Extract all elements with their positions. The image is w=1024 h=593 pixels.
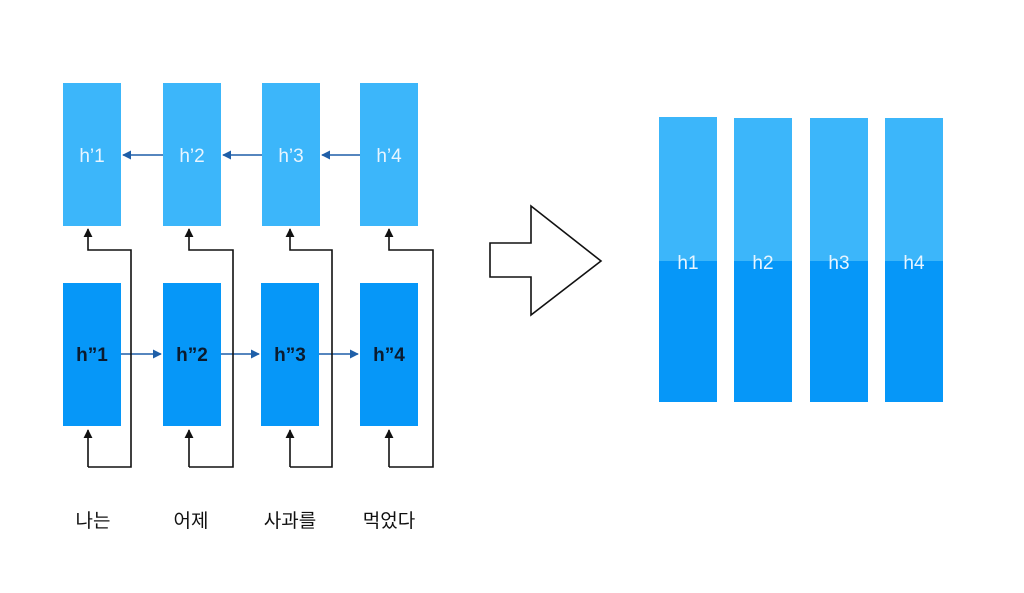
connector xyxy=(83,228,132,468)
input-words: 나는 어제 사과를 먹었다 xyxy=(76,510,416,532)
backward-state-1: h’1 xyxy=(63,83,121,226)
input-arrows xyxy=(83,429,394,467)
combined-state-1: h1 xyxy=(659,117,717,402)
connector xyxy=(184,228,234,468)
input-word: 사과를 xyxy=(264,510,316,532)
combined-state-label: h1 xyxy=(677,253,698,274)
combined-state-3: h3 xyxy=(810,118,868,402)
backward-state-label: h’1 xyxy=(79,146,104,167)
input-word: 먹었다 xyxy=(363,510,415,532)
combined-state-2: h2 xyxy=(734,118,792,402)
backward-state-label: h’2 xyxy=(179,146,204,167)
forward-state-row: h”1 h”2 h”3 h”4 xyxy=(63,283,418,426)
backward-state-label: h’3 xyxy=(278,146,303,167)
hollow-right-arrow-icon xyxy=(489,204,603,317)
combined-state-label: h3 xyxy=(828,253,849,274)
forward-state-1: h”1 xyxy=(63,283,121,426)
backward-state-3: h’3 xyxy=(262,83,320,226)
backward-state-label: h’4 xyxy=(376,146,402,167)
combined-state-4: h4 xyxy=(885,118,943,402)
input-word: 어제 xyxy=(174,510,209,532)
combined-state-label: h4 xyxy=(903,253,925,274)
input-word: 나는 xyxy=(76,510,111,532)
backward-state-2: h’2 xyxy=(163,83,221,226)
connector xyxy=(285,228,333,468)
forward-state-2: h”2 xyxy=(163,283,221,426)
forward-state-label: h”1 xyxy=(76,345,108,366)
backward-state-row: h’1 h’2 h’3 h’4 xyxy=(63,83,418,226)
input-to-backward-connectors xyxy=(83,228,434,468)
combined-state-label: h2 xyxy=(752,253,773,274)
backward-state-4: h’4 xyxy=(360,83,418,226)
forward-state-label: h”2 xyxy=(176,345,208,366)
forward-state-label: h”3 xyxy=(274,345,306,366)
forward-state-4: h”4 xyxy=(360,283,418,426)
combined-state-row: h1 h2 h3 h4 xyxy=(659,117,943,402)
forward-state-label: h”4 xyxy=(373,345,405,366)
connector xyxy=(384,228,434,468)
forward-state-3: h”3 xyxy=(261,283,319,426)
